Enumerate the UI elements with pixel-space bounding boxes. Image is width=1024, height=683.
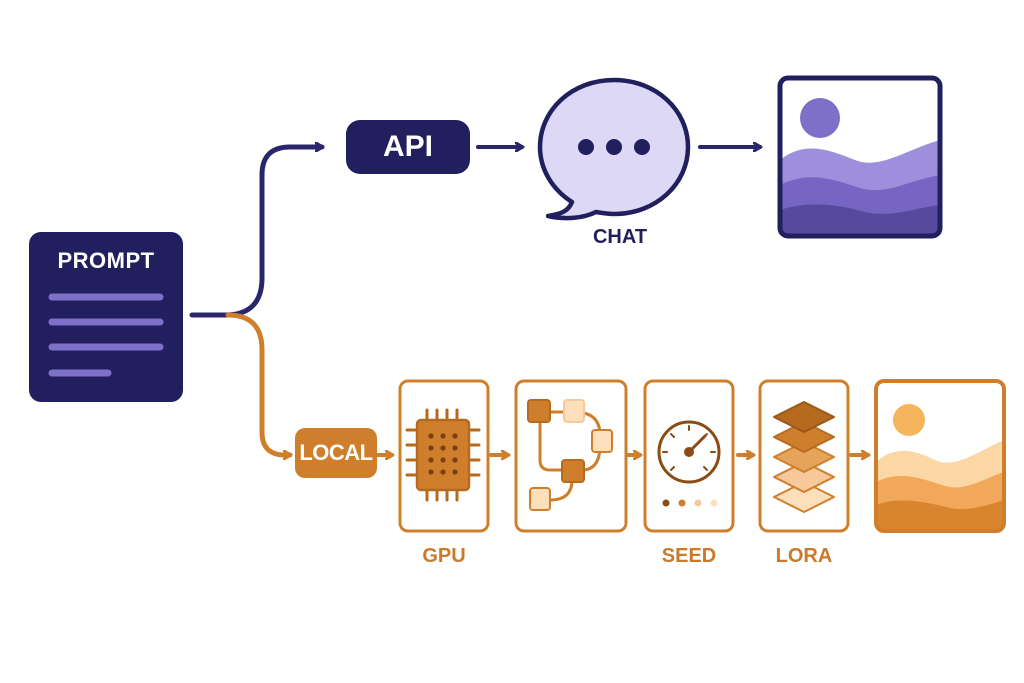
layers-stack-icon xyxy=(773,401,835,513)
local-label: LOCAL xyxy=(299,440,373,465)
chat-caption: CHAT xyxy=(592,226,648,248)
local-pill xyxy=(295,428,377,478)
api-label: API xyxy=(382,130,433,163)
connector-prompt-to-api xyxy=(189,147,325,318)
gpu-chip-icon xyxy=(405,408,481,502)
seed-caption: SEED xyxy=(661,545,717,567)
node-graph-icon xyxy=(527,399,613,511)
prompt-card xyxy=(29,232,183,402)
gpu-caption: GPU xyxy=(422,545,466,567)
local-image-icon xyxy=(874,379,1006,533)
connector-prompt-to-local xyxy=(225,312,293,455)
document-lines-icon xyxy=(48,293,164,377)
prompt-title: PROMPT xyxy=(57,248,155,273)
lora-caption: LORA xyxy=(775,545,833,567)
api-pill xyxy=(346,120,470,174)
image-icon xyxy=(777,75,943,239)
gauge-dial-icon xyxy=(657,420,721,507)
chat-bubble-icon xyxy=(537,77,691,221)
